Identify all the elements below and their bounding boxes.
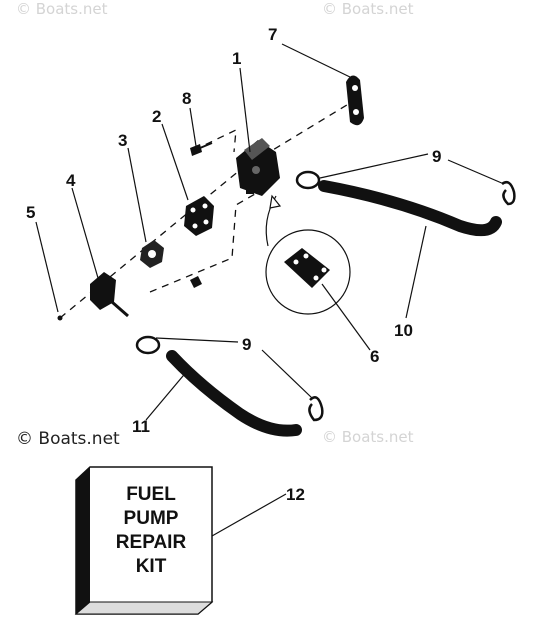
part-9-clamp-upper-right [501, 181, 516, 206]
kit-label-line-1: FUEL [126, 484, 176, 505]
part-9-clamp-lower-right [308, 396, 324, 422]
callout-11: 11 [132, 417, 150, 436]
kit-label-line-2: PUMP [124, 508, 179, 529]
callout-6: 6 [370, 347, 379, 366]
part-12-repair-kit-box: FUEL PUMP REPAIR KIT [74, 466, 214, 615]
assembly-axis-lines [59, 99, 356, 319]
part-7-mounting-bracket [346, 75, 364, 126]
watermark-mid-left: © Boats.net [16, 429, 120, 449]
leader-lines [35, 43, 505, 537]
part-9-clamp-lower-left [135, 335, 161, 355]
part-10-fuel-hose [318, 180, 502, 237]
callout-2: 2 [152, 107, 161, 126]
watermark-top-left: © Boats.net [16, 0, 108, 18]
callout-4: 4 [66, 171, 76, 190]
callout-7: 7 [268, 25, 277, 44]
part-8-screw-lower [190, 276, 202, 288]
callout-numbers: 1 2 3 4 5 6 7 8 9 9 10 11 12 [26, 25, 441, 504]
callout-9-lower: 9 [242, 335, 251, 354]
callout-9-upper: 9 [432, 147, 441, 166]
part-5-screw [57, 315, 63, 321]
part-11-fuel-hose [166, 350, 302, 437]
callout-3: 3 [118, 131, 127, 150]
callout-12: 12 [286, 485, 305, 504]
part-1-fuel-pump-body [236, 138, 280, 196]
callout-10: 10 [394, 321, 413, 340]
callout-5: 5 [26, 203, 35, 222]
callout-1: 1 [232, 49, 241, 68]
callout-8: 8 [182, 89, 191, 108]
part-4-cover-cap [90, 272, 129, 318]
kit-label-line-3: REPAIR [116, 532, 187, 553]
part-8-screw [190, 142, 213, 156]
watermark-mid-right: © Boats.net [322, 428, 414, 446]
watermark-top-right: © Boats.net [322, 0, 414, 18]
part-6-detail-circle [265, 194, 351, 315]
part-3-gasket [140, 240, 164, 268]
part-9-clamp-upper-left [295, 170, 321, 190]
kit-label-line-4: KIT [136, 556, 167, 577]
part-2-diaphragm-plate [184, 196, 214, 236]
